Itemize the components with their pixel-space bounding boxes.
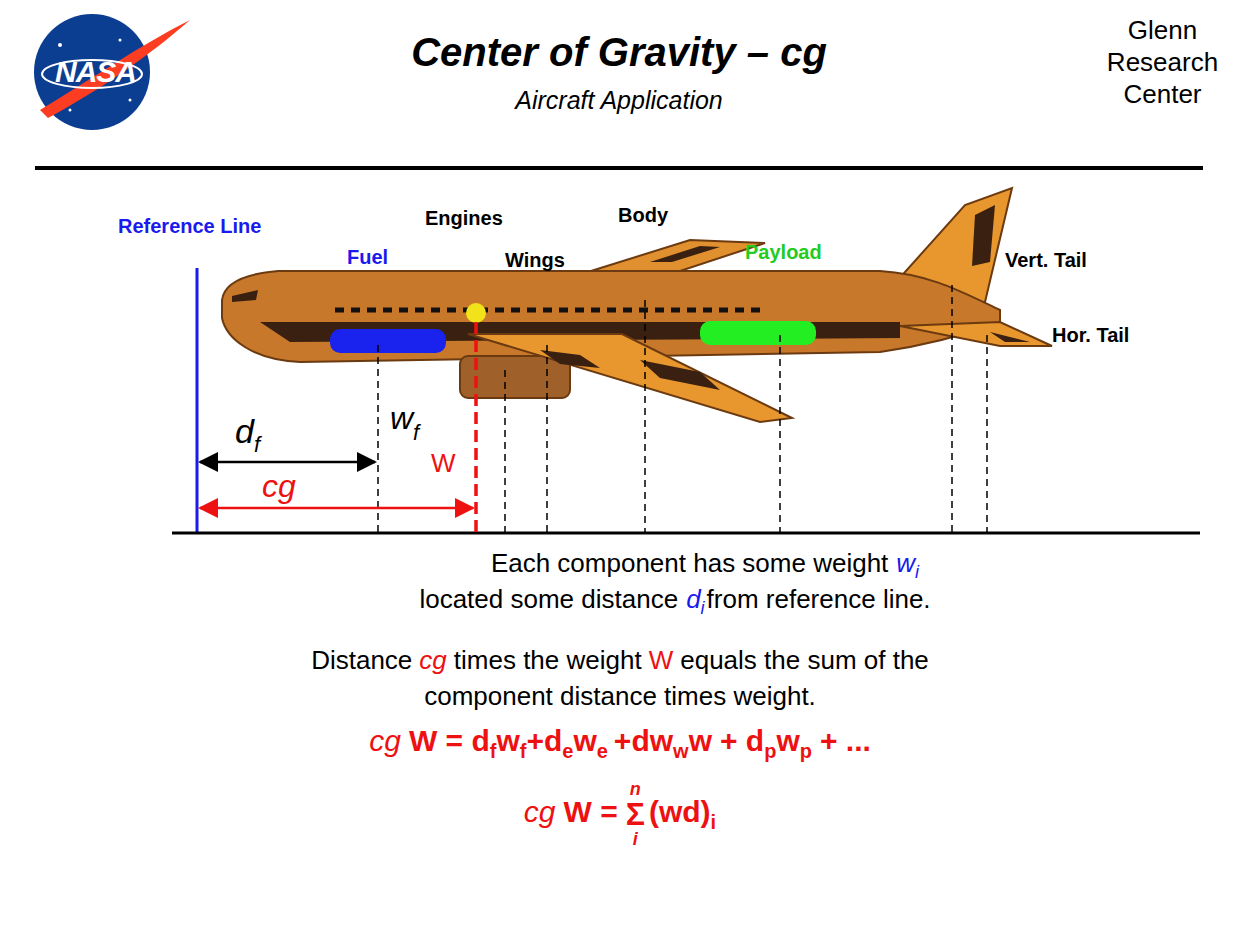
sentence-text: Each component has some weight (491, 548, 888, 578)
formula-term: (wd) (649, 795, 711, 828)
text-line: cgW = nΣi(wd)i (95, 780, 1145, 848)
sentence-text: W (649, 645, 674, 675)
sentence-text: located some distance (419, 584, 678, 614)
part-label: Vert. Tail (1005, 249, 1087, 272)
part-label: Reference Line (118, 215, 261, 238)
reference-line (196, 268, 199, 534)
part-label: Fuel (347, 246, 388, 269)
part-label: Wings (505, 249, 565, 272)
formula-term: w (650, 724, 673, 757)
cg-dot (466, 303, 486, 323)
sentence-text: times the weight (454, 645, 642, 675)
org-name: Glenn Research Center (1095, 14, 1230, 110)
text-line: located some distance difrom reference li… (150, 584, 1200, 619)
text-line: Distancecg times the weightWequals the su… (95, 645, 1145, 676)
sentence-text: cg (419, 645, 446, 675)
formula-term: w (776, 724, 799, 757)
subscript: p (764, 740, 776, 762)
subscript: i (915, 562, 919, 582)
sum-symbol: Σ (626, 798, 645, 830)
part-label: Body (618, 204, 668, 227)
ground-line (172, 532, 1200, 535)
formula-term: + ... (820, 724, 871, 757)
part-label: Engines (425, 207, 503, 230)
part-label: Hor. Tail (1052, 324, 1129, 347)
formula-term: w (496, 724, 519, 757)
weight-symbol: W (431, 448, 456, 479)
part-label: Payload (745, 241, 822, 264)
dimension-arrow (200, 507, 473, 510)
cg-line (474, 322, 478, 532)
subscript: i (701, 598, 705, 618)
wing (468, 334, 792, 422)
dimension-symbol: d (235, 412, 254, 451)
sentence-text: d (686, 584, 700, 614)
formula-term: cg (524, 795, 556, 828)
text-line: cgW = dfwf+dewe+dwww+ dpwp+ ... (95, 724, 1145, 763)
formula-term: W = (564, 795, 618, 828)
formula-term: w (689, 724, 712, 757)
formula-term: W = d (409, 724, 490, 757)
formula-term: + d (720, 724, 764, 757)
subscript: e (562, 740, 573, 762)
sentence-text: from reference line. (707, 584, 931, 614)
sentence-text: Distance (311, 645, 412, 675)
title: Center of Gravity – cg (0, 30, 1238, 75)
fuel-tank (330, 329, 446, 353)
weight-symbol: w (390, 400, 413, 437)
header-rule (35, 166, 1203, 170)
summation: nΣi (626, 780, 645, 848)
subscript: i (711, 811, 717, 833)
sum-limit: i (626, 830, 645, 848)
formula-term: cg (369, 724, 401, 757)
sum-limit: n (626, 780, 645, 798)
subtitle: Aircraft Application (0, 86, 1238, 115)
drop-lines (378, 285, 987, 532)
text-line: Each component has some weight wi (180, 548, 1230, 583)
horizontal-tail (900, 322, 1052, 346)
sentence-text: component distance times weight. (424, 681, 816, 711)
subscript: f (490, 740, 497, 762)
formula-term: +d (526, 724, 562, 757)
payload-bay (700, 321, 816, 345)
dimension-arrow (200, 461, 375, 464)
subscript: f (413, 420, 419, 446)
subscript: f (254, 432, 260, 458)
subscript: f (520, 740, 527, 762)
sentence-text: equals the sum of the (680, 645, 929, 675)
formula-term: w (573, 724, 596, 757)
dimension-symbol: cg (262, 468, 296, 505)
logo-text: NASA (55, 55, 136, 89)
text-line: component distance times weight. (95, 681, 1145, 712)
subscript: w (673, 740, 689, 762)
sentence-text: w (896, 548, 915, 578)
formula-term: +d (614, 724, 650, 757)
subscript: p (800, 740, 812, 762)
subscript: e (597, 740, 608, 762)
